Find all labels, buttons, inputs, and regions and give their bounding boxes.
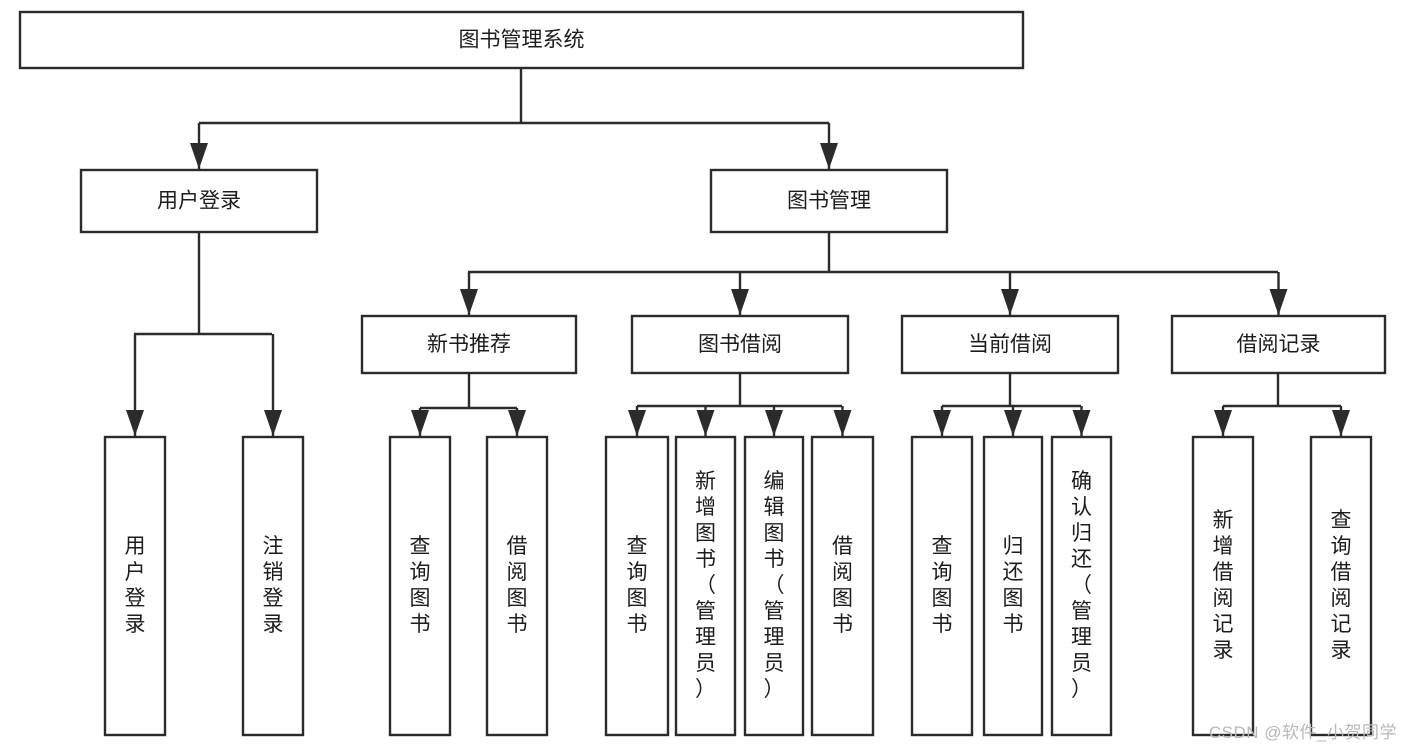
- node-leaf-borrow-book[interactable]: 借阅图书: [810, 435, 875, 737]
- node-box-leaf-query-book-recommend[interactable]: [388, 435, 452, 737]
- node-book-management[interactable]: 图书管理: [709, 168, 949, 234]
- node-label-leaf-return-book: 归还图书: [1003, 535, 1024, 636]
- node-box-user-login[interactable]: [79, 168, 319, 234]
- node-box-borrow-record[interactable]: [1170, 314, 1387, 375]
- arrow-head-icon: [1072, 410, 1091, 436]
- node-label-new-book-recommend: 新书推荐: [427, 333, 511, 356]
- node-current-borrow[interactable]: 当前借阅: [900, 314, 1120, 375]
- arrow-head-icon: [933, 410, 951, 436]
- node-box-book-borrow[interactable]: [630, 314, 850, 375]
- node-book-borrow[interactable]: 图书借阅: [630, 314, 850, 375]
- node-label-user-login: 用户登录: [157, 190, 241, 213]
- node-box-leaf-query-borrow-record[interactable]: [1309, 435, 1373, 737]
- node-label-leaf-borrow-book-recommend: 借阅图书: [507, 535, 528, 636]
- node-leaf-edit-book-admin[interactable]: 编辑图书（管理员）: [743, 435, 805, 737]
- arrow-head-icon: [1269, 289, 1288, 315]
- node-box-book-management[interactable]: [709, 168, 949, 234]
- arrow-head-icon: [460, 289, 478, 315]
- node-label-leaf-add-borrow-record: 新增借阅记录: [1213, 509, 1234, 662]
- node-label-leaf-query-book-recommend: 查询图书: [410, 535, 431, 636]
- node-new-book-recommend[interactable]: 新书推荐: [360, 314, 578, 375]
- arrow-head-icon: [1214, 410, 1232, 436]
- arrow-head-icon: [1332, 410, 1350, 436]
- node-leaf-add-book-admin[interactable]: 新增图书（管理员）: [674, 435, 737, 737]
- node-leaf-user-login[interactable]: 用户登录: [103, 435, 167, 737]
- node-leaf-query-book-recommend[interactable]: 查询图书: [388, 435, 452, 737]
- node-box-leaf-logout[interactable]: [241, 435, 305, 737]
- node-label-leaf-query-borrow-record: 查询借阅记录: [1331, 509, 1352, 662]
- arrow-head-icon: [833, 410, 852, 436]
- node-root[interactable]: 图书管理系统: [18, 10, 1025, 70]
- arrow-head-icon: [765, 410, 783, 436]
- arrow-head-icon: [731, 289, 749, 315]
- arrow-head-icon: [1004, 410, 1022, 436]
- node-leaf-logout[interactable]: 注销登录: [241, 435, 305, 737]
- arrow-head-icon: [508, 410, 526, 436]
- node-leaf-query-book-borrow[interactable]: 查询图书: [604, 435, 670, 737]
- arrow-head-icon: [264, 410, 282, 436]
- nodes-layer: 图书管理系统用户登录图书管理新书推荐图书借阅当前借阅借阅记录用户登录注销登录查询…: [18, 10, 1387, 737]
- node-box-leaf-return-book[interactable]: [982, 435, 1044, 737]
- watermark-text: CSDN @软件_小贺同学: [1208, 723, 1397, 742]
- node-box-leaf-borrow-book-recommend[interactable]: [485, 435, 549, 737]
- node-box-current-borrow[interactable]: [900, 314, 1120, 375]
- node-leaf-confirm-return-admin[interactable]: 确认归还（管理员）: [1050, 435, 1113, 737]
- node-box-leaf-add-book-admin[interactable]: [674, 435, 737, 737]
- node-box-leaf-confirm-return-admin[interactable]: [1050, 435, 1113, 737]
- node-borrow-record[interactable]: 借阅记录: [1170, 314, 1387, 375]
- node-box-leaf-borrow-book[interactable]: [810, 435, 875, 737]
- node-label-leaf-edit-book-admin: 编辑图书（管理员）: [764, 470, 785, 701]
- node-box-root[interactable]: [18, 10, 1025, 70]
- node-label-leaf-user-login: 用户登录: [125, 535, 146, 636]
- node-label-book-borrow: 图书借阅: [698, 333, 782, 356]
- node-label-book-management: 图书管理: [787, 190, 871, 213]
- node-label-leaf-add-book-admin: 新增图书（管理员）: [695, 470, 716, 701]
- node-leaf-query-book-current[interactable]: 查询图书: [910, 435, 974, 737]
- node-label-root: 图书管理系统: [459, 29, 585, 52]
- node-label-leaf-borrow-book: 借阅图书: [832, 535, 853, 636]
- node-box-leaf-query-book-borrow[interactable]: [604, 435, 670, 737]
- node-box-leaf-edit-book-admin[interactable]: [743, 435, 805, 737]
- node-label-leaf-confirm-return-admin: 确认归还（管理员）: [1071, 470, 1092, 701]
- node-leaf-query-borrow-record[interactable]: 查询借阅记录: [1309, 435, 1373, 737]
- arrow-head-icon: [696, 410, 715, 436]
- node-label-current-borrow: 当前借阅: [968, 333, 1052, 356]
- arrow-head-icon: [411, 410, 429, 436]
- arrow-head-icon: [126, 410, 144, 436]
- arrow-head-icon: [1001, 289, 1019, 315]
- node-leaf-add-borrow-record[interactable]: 新增借阅记录: [1191, 435, 1255, 737]
- node-label-borrow-record: 借阅记录: [1237, 333, 1321, 356]
- node-box-leaf-add-borrow-record[interactable]: [1191, 435, 1255, 737]
- node-leaf-borrow-book-recommend[interactable]: 借阅图书: [485, 435, 549, 737]
- node-box-leaf-query-book-current[interactable]: [910, 435, 974, 737]
- node-leaf-return-book[interactable]: 归还图书: [982, 435, 1044, 737]
- arrow-head-icon: [820, 143, 838, 169]
- node-box-new-book-recommend[interactable]: [360, 314, 578, 375]
- arrow-head-icon: [190, 143, 208, 169]
- node-user-login[interactable]: 用户登录: [79, 168, 319, 234]
- node-label-leaf-query-book-borrow: 查询图书: [627, 535, 648, 636]
- arrow-head-icon: [628, 410, 646, 436]
- node-label-leaf-query-book-current: 查询图书: [932, 535, 953, 636]
- node-box-leaf-user-login[interactable]: [103, 435, 167, 737]
- connectors-layer: [126, 68, 1350, 436]
- node-label-leaf-logout: 注销登录: [263, 535, 284, 636]
